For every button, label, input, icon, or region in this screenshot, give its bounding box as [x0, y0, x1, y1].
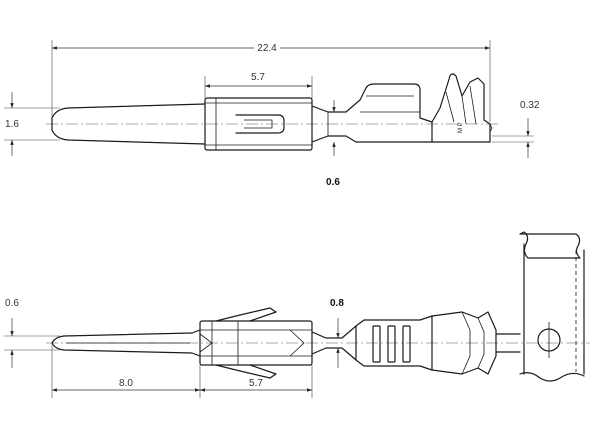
top-view: M P 22.4 5.7 1.6 0.32 0.6: [4, 40, 540, 188]
bottom-neck: [311, 325, 357, 361]
pin-tip-label: 0.6: [5, 298, 19, 309]
top-part-marking: M P: [458, 122, 464, 133]
bottom-view: 0.6 0.8 8.0 5.7: [4, 231, 590, 398]
top-lock-window: [235, 114, 285, 134]
top-insulation-crimp: [431, 73, 491, 143]
overall-length-label: 22.4: [257, 43, 277, 54]
bottom-crimp-slots: [372, 325, 411, 363]
carrier-strip: [495, 231, 585, 382]
strip-thickness-label: 0.32: [520, 100, 540, 111]
pin-diameter-label: 1.6: [5, 119, 19, 130]
bottom-housing: [199, 307, 313, 379]
bottom-lock-spring-upper: [215, 307, 277, 322]
top-pin-shaft: [51, 103, 206, 145]
top-housing: [204, 97, 313, 151]
neck-width-top-label: 0.6: [326, 177, 340, 188]
neck-width-bottom-label: 0.8: [330, 298, 344, 309]
housing-length-bottom-label: 5.7: [249, 378, 263, 389]
top-wire-crimp: [355, 83, 433, 143]
bottom-insulation-crimp: [431, 311, 497, 375]
bottom-pin: [51, 329, 201, 357]
carrier-strip-break-outline: [519, 231, 581, 259]
housing-length-top-label: 5.7: [251, 72, 265, 83]
pin-length-label: 8.0: [119, 378, 133, 389]
bottom-lock-spring-lower: [215, 364, 277, 379]
top-neck: [311, 99, 361, 143]
